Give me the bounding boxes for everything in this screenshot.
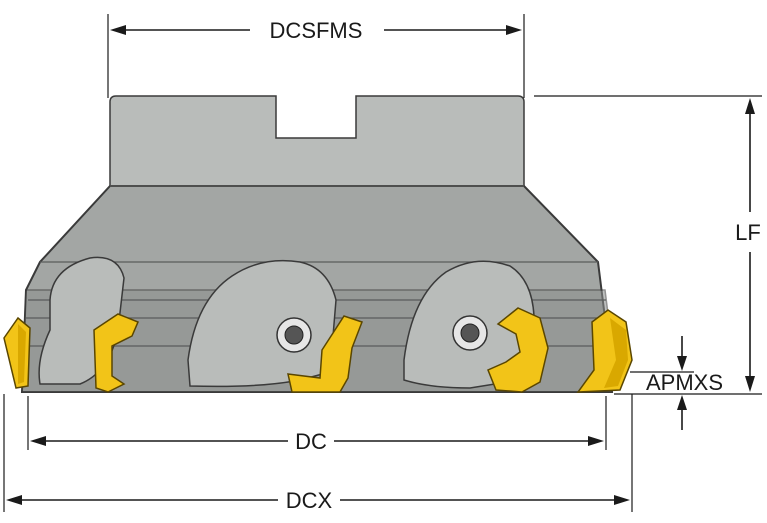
lf-label: LF [735,220,761,245]
cutting-insert-right [576,309,633,393]
cutting-insert-4 [487,307,549,393]
dcsfms-label: DCSFMS [270,18,363,43]
clamp-screw-2 [452,315,488,351]
apmxs-label: APMXS [646,370,723,395]
shank-top [109,95,525,187]
dimension-dcx: DCX [3,394,633,513]
dimension-lf: LF [534,95,762,395]
clamp-screw-1 [276,317,312,353]
dimension-dc: DC [27,396,607,454]
cutting-insert-3 [287,315,363,393]
chip-pocket-2 [187,259,337,388]
dimension-dcsfms: DCSFMS [107,14,525,98]
cutting-insert-2 [93,313,139,393]
dcx-label: DCX [286,488,333,513]
dimension-apmxs: APMXS [630,336,723,430]
dc-label: DC [295,429,327,454]
cutting-insert-left [3,316,31,389]
